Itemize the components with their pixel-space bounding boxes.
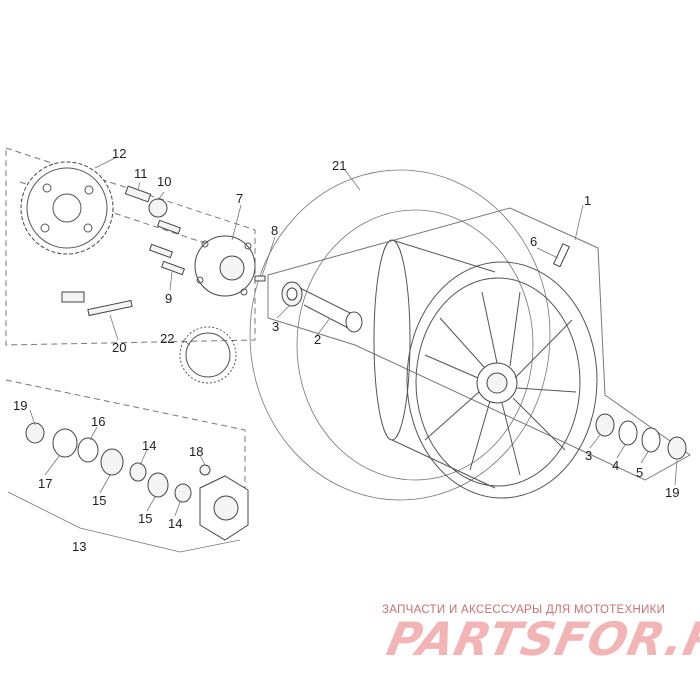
callout-15b: 15	[138, 511, 152, 526]
callout-10: 10	[157, 174, 171, 189]
nut-18	[199, 464, 211, 476]
bearing-14a	[129, 462, 147, 482]
bearing-15a	[100, 448, 124, 476]
callout-22: 22	[160, 331, 174, 346]
stud-11	[124, 185, 152, 203]
callout-8: 8	[271, 223, 278, 238]
watermark-logo: PARTSFOR.RU	[382, 612, 700, 666]
bolt-9b	[148, 243, 174, 259]
pin-8	[254, 275, 266, 282]
callout-15a: 15	[92, 493, 106, 508]
callout-7: 7	[236, 191, 243, 206]
callout-12: 12	[112, 146, 126, 161]
bush-10	[148, 198, 168, 218]
leader-lines	[7, 157, 678, 553]
callout-1: 1	[584, 193, 591, 208]
rim-wheel	[373, 239, 598, 499]
callout-3a: 3	[272, 319, 279, 334]
callout-14b: 14	[168, 516, 182, 531]
wheel-assembly-frame	[267, 207, 691, 481]
chain-kit	[61, 291, 133, 317]
tyre	[249, 169, 551, 501]
callout-5: 5	[636, 465, 643, 480]
callout-16: 16	[91, 414, 105, 429]
callout-6: 6	[530, 234, 537, 249]
spacer-right	[667, 436, 687, 460]
valve-stem	[552, 243, 570, 268]
sprocket-carrier	[194, 235, 256, 297]
bolt-9a	[156, 219, 182, 235]
rear-sprocket	[20, 161, 114, 255]
callout-21: 21	[332, 158, 346, 173]
sprocket-group-frame	[5, 147, 256, 346]
callout-19b: 19	[665, 485, 679, 500]
axle-spacer	[299, 287, 363, 333]
callout-20: 20	[112, 340, 126, 355]
callout-17: 17	[38, 476, 52, 491]
bearing-left	[281, 281, 303, 307]
callout-11: 11	[134, 166, 148, 181]
ring-16	[77, 437, 99, 463]
circlip-right	[618, 420, 638, 446]
callout-18: 18	[189, 444, 203, 459]
callout-3b: 3	[585, 448, 592, 463]
hub-group-frame	[5, 379, 246, 525]
seal-17	[52, 428, 78, 458]
callout-19a: 19	[13, 398, 27, 413]
spacer-19-left	[25, 422, 45, 444]
callout-13: 13	[72, 539, 86, 554]
bolt-9c	[160, 260, 186, 276]
bearing-14b	[174, 483, 192, 503]
seal-right	[641, 427, 661, 453]
abs-tone-ring	[179, 326, 237, 384]
hub-flange	[199, 475, 249, 541]
callout-14a: 14	[142, 438, 156, 453]
callout-4: 4	[612, 458, 619, 473]
callout-9: 9	[165, 291, 172, 306]
watermark-tagline: ЗАПЧАСТИ И АКСЕССУАРЫ ДЛЯ МОТОТЕХНИКИ	[382, 604, 666, 616]
callout-2: 2	[314, 332, 321, 347]
bearing-15b	[147, 472, 169, 498]
bearing-right	[595, 413, 615, 437]
